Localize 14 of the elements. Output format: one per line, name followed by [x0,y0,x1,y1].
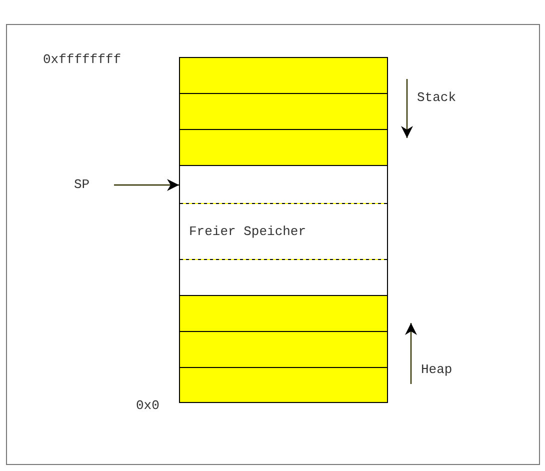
memory-cell [180,332,387,368]
pointer-label: SP [74,176,90,194]
memory-cell [180,94,387,130]
memory-cell [180,296,387,332]
memory-cell [180,58,387,94]
address-label: 0xffffffff [43,51,122,69]
arrow [114,179,179,191]
region-label: Freier Speicher [188,223,306,242]
region-name: Heap [421,361,452,379]
memory-cell [180,130,387,166]
memory-column [179,57,388,403]
region-name: Stack [417,89,456,107]
memory-cell [180,368,387,402]
address-label: 0x0 [136,397,160,415]
